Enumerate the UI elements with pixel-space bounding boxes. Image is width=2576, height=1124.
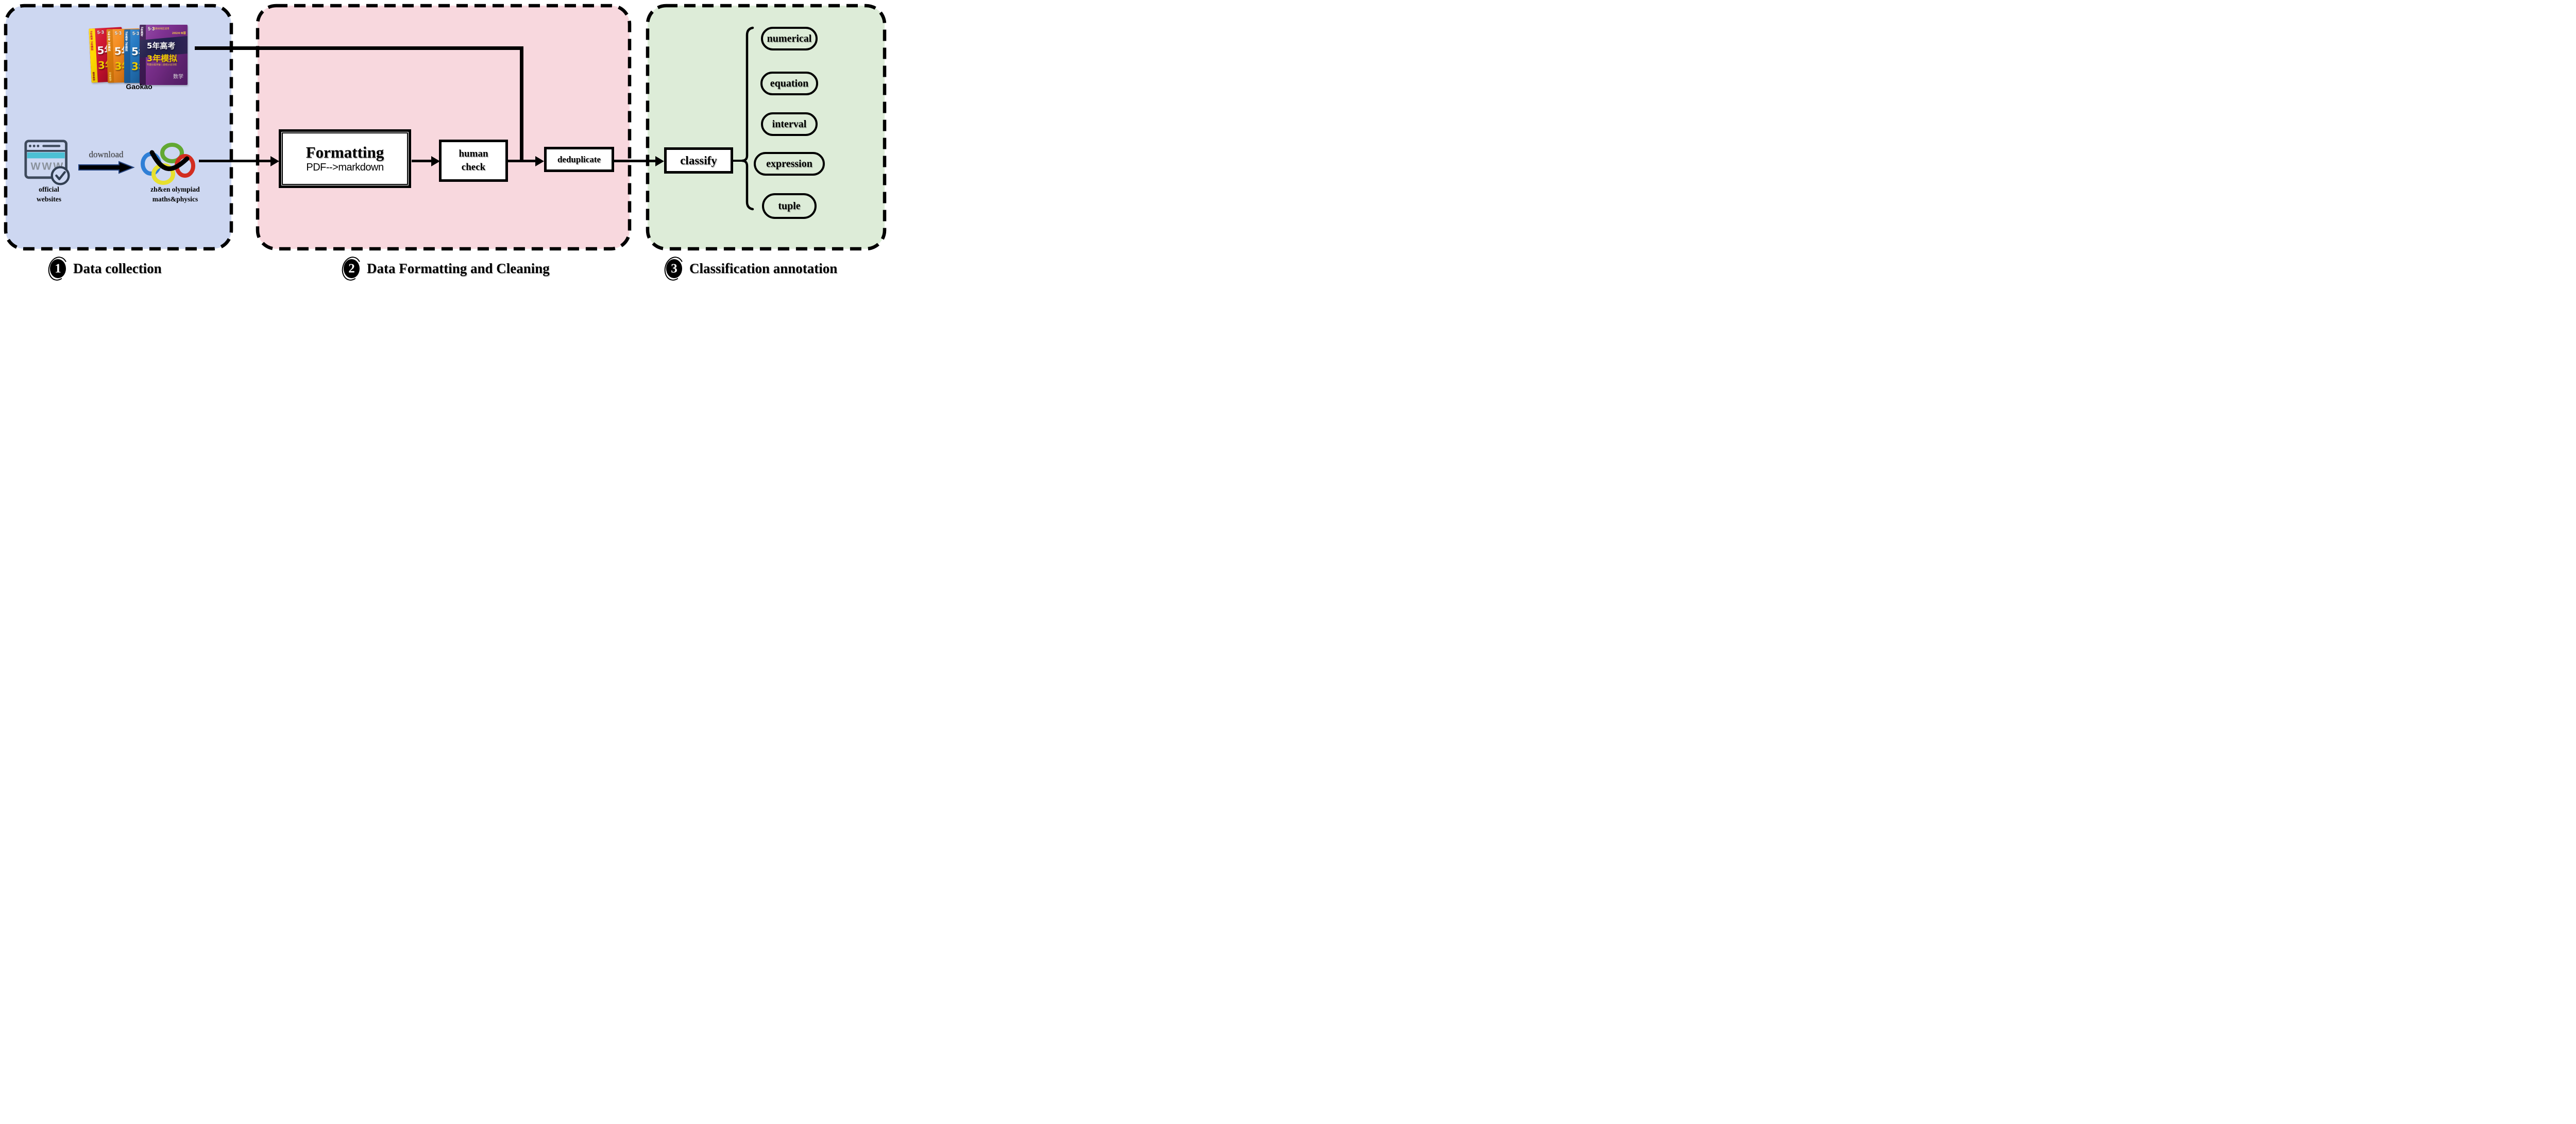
human-check-line2: check bbox=[461, 162, 486, 173]
classify-brace-connector bbox=[732, 160, 743, 162]
olympiad-label: zh&en olympiad maths&physics bbox=[130, 184, 221, 204]
book-shading bbox=[140, 25, 188, 85]
olympiad-rings-icon bbox=[141, 143, 195, 185]
browser-window-icon: WWW bbox=[24, 140, 70, 185]
numbered-circle-icon-1: 1 bbox=[50, 259, 66, 278]
arrow-formatting-to-humancheck bbox=[412, 160, 432, 162]
book-title-line2: 3年模拟 bbox=[147, 52, 187, 64]
category-pill-tuple: tuple bbox=[762, 193, 817, 219]
numbered-circle-icon-2: 2 bbox=[344, 259, 360, 278]
official-websites-label: official websites bbox=[18, 184, 80, 204]
deduplicate-label: deduplicate bbox=[557, 154, 601, 164]
caption-text: Data Formatting and Cleaning bbox=[367, 261, 550, 276]
check-circle bbox=[50, 166, 70, 185]
caption-classification-annotation: 3 Classification annotation bbox=[666, 259, 837, 278]
classify-label: classify bbox=[680, 154, 717, 167]
book-subject: 数学 bbox=[173, 72, 183, 80]
book-region-note: 新教材地区适用 bbox=[153, 27, 170, 30]
arrow-collection-to-formatting bbox=[199, 160, 271, 162]
formatting-title: Formatting bbox=[306, 143, 384, 161]
caption-text: Classification annotation bbox=[689, 261, 838, 276]
official-websites-line1: official bbox=[39, 185, 59, 193]
curly-brace bbox=[741, 26, 754, 211]
book-spine-title: 5年高考 bbox=[140, 27, 143, 36]
caption-number: 3 bbox=[666, 259, 682, 278]
books-flow-line-vertical bbox=[520, 46, 523, 162]
arrow-deduplicate-to-classify bbox=[614, 160, 656, 162]
books-group-label: Gaokao bbox=[126, 82, 152, 91]
official-websites-line2: websites bbox=[37, 195, 61, 203]
category-pill-interval: interval bbox=[761, 112, 818, 136]
book-edition-badge: 2024·B版 bbox=[172, 31, 186, 35]
book-title-line1: 5年高考 bbox=[147, 40, 187, 51]
panel-data-formatting-cleaning bbox=[256, 4, 632, 251]
formatting-box: Formatting PDF-->markdown bbox=[279, 129, 411, 188]
human-check-line1: human bbox=[459, 148, 488, 159]
formatting-subtitle: PDF-->markdown bbox=[306, 162, 384, 173]
53-logo: 5·3 bbox=[132, 31, 139, 36]
human-check-box: human check bbox=[439, 140, 508, 182]
checkmark-icon bbox=[55, 171, 66, 180]
classify-box: classify bbox=[664, 147, 733, 174]
address-bar bbox=[27, 152, 65, 159]
numbered-circle-icon-3: 3 bbox=[666, 259, 682, 278]
caption-data-collection: 1 Data collection bbox=[50, 259, 162, 278]
books-flow-line-horizontal bbox=[195, 46, 523, 50]
download-arrow-icon bbox=[78, 161, 135, 174]
book-cover-purple: 5年高考 5·3 新教材地区适用 2024·B版 5年高考 3年模拟 专题分类突… bbox=[140, 25, 188, 85]
olympiad-label-line2: maths&physics bbox=[152, 195, 198, 203]
caption-text: Data collection bbox=[73, 261, 162, 276]
olympiad-label-line1: zh&en olympiad bbox=[150, 185, 200, 193]
deduplicate-box: deduplicate bbox=[544, 147, 614, 172]
category-pill-equation: equation bbox=[760, 72, 818, 95]
category-pill-numerical: numerical bbox=[761, 27, 818, 50]
caption-number: 2 bbox=[344, 259, 360, 278]
arrow-humancheck-to-deduplicate bbox=[508, 160, 536, 162]
category-pill-expression: expression bbox=[754, 152, 825, 176]
pipeline-figure: 5年高考 3年模拟 高考数学 5·3 5年 3年 5年中考 3年模拟 中考数学 … bbox=[0, 0, 889, 281]
caption-number: 1 bbox=[50, 259, 66, 278]
download-label: download bbox=[89, 149, 124, 159]
caption-data-formatting-cleaning: 2 Data Formatting and Cleaning bbox=[344, 259, 550, 278]
book-spine-title: 5年高考 3年模拟 bbox=[125, 31, 128, 52]
book-spine: 5年高考 3年模拟 bbox=[124, 29, 130, 83]
53-logo: 5·3 bbox=[148, 26, 155, 31]
book-tagline: 专题分类突破 | 题组分层训练 bbox=[147, 63, 177, 66]
